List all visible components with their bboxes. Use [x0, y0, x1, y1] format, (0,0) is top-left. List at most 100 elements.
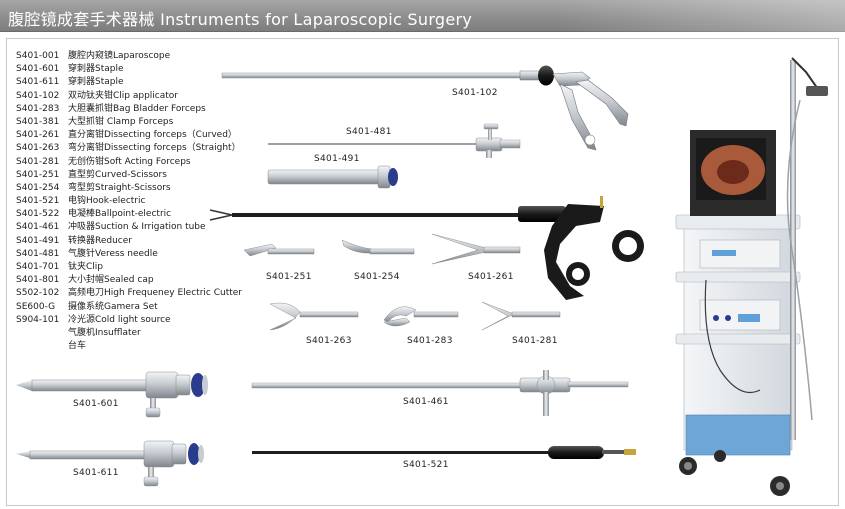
instrument-name: 大型抓钳 Clamp Forceps	[68, 116, 174, 127]
instrument-code: S502-102	[16, 288, 60, 299]
hook-electric-illustration	[209, 196, 644, 300]
label-trocar-611: S401-611	[73, 468, 119, 478]
label-electric-rod: S401-521	[403, 460, 449, 470]
instrument-list-item: S401-251 直型剪Curved-Scissors	[16, 169, 242, 182]
instrument-code: S401-491	[16, 235, 60, 246]
instrument-name: 转换器Reducer	[68, 235, 132, 246]
laparoscopy-cart-illustration	[675, 57, 828, 496]
instrument-code: S401-521	[16, 196, 60, 207]
label-veress-needle: S401-481	[346, 127, 392, 137]
instrument-code: S401-261	[16, 130, 60, 141]
instrument-code: S401-381	[16, 116, 60, 127]
forceps-281-illustration	[481, 301, 561, 331]
label-forceps-281: S401-281	[512, 336, 558, 346]
instrument-list-item: S401-461 冲吸器Suction & Irrigation tube	[16, 221, 242, 234]
page-header: 腹腔镜成套手术器械 Instruments for Laparoscopic S…	[0, 0, 845, 32]
instrument-name: 弯分离钳Dissecting forceps（Straight）	[68, 143, 241, 154]
instrument-code: S401-522	[16, 209, 60, 220]
instrument-name: 高频电刀High Frequeney Electric Cutter	[68, 288, 242, 299]
dissect-261-illustration	[431, 233, 521, 265]
instrument-code: S401-701	[16, 262, 60, 272]
instrument-code: S401-601	[16, 64, 60, 75]
instrument-list-item: S401-261 直分离钳Dissecting forceps（Curved）	[16, 129, 242, 142]
instrument-list-item: S401-263 弯分离钳Dissecting forceps（Straight）	[16, 142, 242, 155]
instrument-name: 大胆囊抓钳Bag Bladder Forceps	[68, 103, 206, 114]
header-highlight	[555, 0, 845, 32]
instrument-list-item: 气腹机Insufflater	[16, 327, 242, 340]
instrument-code: S401-461	[16, 222, 60, 233]
instrument-list-item: S401-601 穿刺器Staple	[16, 63, 242, 76]
instrument-list-item: S401-611 穿刺器Staple	[16, 76, 242, 89]
instrument-name: 双动钛夹钳Clip applicator	[68, 90, 178, 101]
instrument-code: S401-481	[16, 248, 60, 259]
trocar-611-illustration	[16, 440, 204, 487]
scissors-251-illustration	[243, 243, 315, 257]
instrument-list-item: S401-254 弯型剪Straight-Scissors	[16, 182, 242, 195]
label-forceps-283: S401-283	[407, 336, 453, 346]
instrument-code: S401-102	[16, 90, 60, 101]
page-title: 腹腔镜成套手术器械 Instruments for Laparoscopic S…	[8, 10, 473, 29]
instrument-code: S401-611	[16, 77, 60, 88]
instrument-name: 穿刺器Staple	[68, 64, 124, 75]
instrument-code: S401-254	[16, 182, 60, 193]
instrument-list-item: SE600-G 摄像系统Gamera Set	[16, 301, 242, 314]
instrument-list-item: S401-481 气腹针Veress needle	[16, 248, 242, 261]
instrument-list-item: S401-381 大型抓钳 Clamp Forceps	[16, 116, 242, 129]
instrument-name: 直型剪Curved-Scissors	[68, 169, 167, 180]
label-trocar-601: S401-601	[73, 399, 119, 409]
instrument-code: S401-283	[16, 103, 60, 114]
instrument-list-item: S401-801 大小封帽Sealed cap	[16, 274, 242, 287]
forceps-263-illustration	[269, 302, 359, 331]
instrument-code: S401-281	[16, 156, 60, 167]
instrument-code: S401-251	[16, 169, 60, 180]
label-reducer: S401-491	[314, 154, 360, 164]
electric-rod-illustration	[252, 446, 636, 459]
instrument-name: 电凝棒Ballpoint-electric	[68, 209, 172, 220]
instrument-name: 电钩Hook-electric	[68, 196, 146, 207]
instrument-list-item: S401-522 电凝棒Ballpoint-electric	[16, 208, 242, 221]
instrument-name: 冷光源Cold light source	[68, 314, 171, 325]
instrument-name: 摄像系统Gamera Set	[68, 301, 158, 312]
instrument-name: 直分离钳Dissecting forceps（Curved）	[68, 130, 237, 141]
label-clip-applicator: S401-102	[452, 88, 498, 98]
instrument-name: 大小封帽Sealed cap	[68, 275, 154, 286]
instrument-list-item: S401-491 转换器Reducer	[16, 235, 242, 248]
reducer-illustration	[267, 165, 398, 189]
instrument-name: 钛夹Clip	[68, 262, 103, 272]
instrument-name: 腹腔内窥镜Laparoscope	[68, 51, 171, 61]
instrument-code: S401-801	[16, 275, 60, 286]
label-dissect-261: S401-261	[468, 272, 514, 282]
instrument-code: SE600-G	[16, 301, 56, 312]
instrument-list-item: S401-701 钛夹Clip	[16, 261, 242, 274]
scissors-254-illustration	[341, 239, 415, 255]
label-scissors-254: S401-254	[354, 272, 400, 282]
instrument-name: 冲吸器Suction & Irrigation tube	[68, 222, 206, 233]
instrument-name: 气腹针Veress needle	[68, 248, 158, 259]
label-suction-tube: S401-461	[403, 397, 449, 407]
instrument-list-item: S401-001 腹腔内窥镜Laparoscope	[16, 50, 242, 63]
instrument-code: S401-001	[16, 51, 60, 61]
instrument-name: 台车	[68, 341, 87, 352]
instrument-list-item: S401-102 双动钛夹钳Clip applicator	[16, 90, 242, 103]
trocar-601-illustration	[16, 371, 208, 418]
instrument-list-item: S904-101 冷光源Cold light source	[16, 314, 242, 327]
suction-tube-illustration	[251, 370, 629, 416]
instrument-list-item: 台车	[16, 340, 242, 353]
instrument-name: 无创伤钳Soft Acting Forceps	[68, 156, 191, 167]
instrument-name: 气腹机Insufflater	[68, 327, 141, 338]
forceps-283-illustration	[383, 306, 459, 327]
label-scissors-251: S401-251	[266, 272, 312, 282]
instrument-code: S401-263	[16, 143, 60, 154]
instrument-list-item: S502-102 高频电刀High Frequeney Electric Cutt…	[16, 287, 242, 300]
clip-applicator-illustration	[221, 65, 629, 151]
instrument-list-item: S401-283 大胆囊抓钳Bag Bladder Forceps	[16, 103, 242, 116]
label-forceps-263: S401-263	[306, 336, 352, 346]
instrument-list-item: S401-281 无创伤钳Soft Acting Forceps	[16, 156, 242, 169]
instrument-name: 弯型剪Straight-Scissors	[68, 182, 171, 193]
instrument-name: 穿刺器Staple	[68, 77, 124, 88]
veress-needle-illustration	[268, 123, 521, 158]
instrument-code: S904-101	[16, 314, 60, 325]
instrument-list-item: S401-521 电钩Hook-electric	[16, 195, 242, 208]
